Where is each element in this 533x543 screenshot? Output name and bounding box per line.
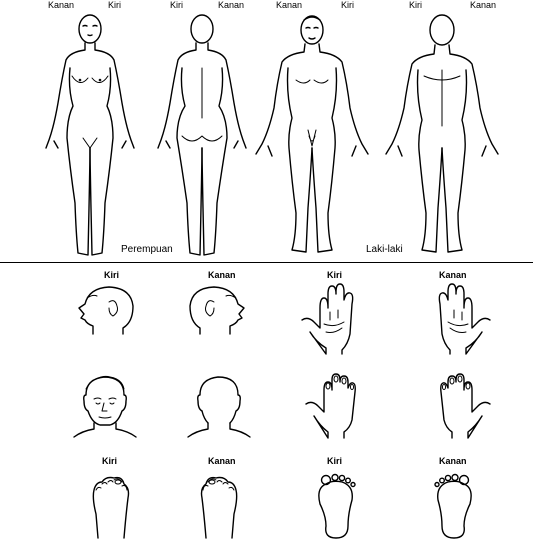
label-male-front-right: Kanan <box>276 0 303 10</box>
foot-left-top <box>92 476 130 539</box>
label-male-front-left: Kiri <box>341 0 354 10</box>
caption-female: Perempuan <box>121 244 173 255</box>
label-female-back-left: Kiri <box>170 0 183 10</box>
caption-male: Laki-laki <box>366 244 403 255</box>
head-front <box>73 375 137 438</box>
hand-right-palm <box>438 283 491 355</box>
head-right-profile <box>189 286 245 335</box>
label-male-back-left: Kiri <box>409 0 422 10</box>
male-front-figure <box>255 15 369 253</box>
head-left-profile <box>78 286 134 335</box>
hand-left-back <box>305 373 356 439</box>
label-head-left: Kiri <box>104 270 120 280</box>
sole-left <box>318 473 356 539</box>
label-foot-right: Kanan <box>208 456 236 466</box>
hand-left-palm <box>301 283 354 355</box>
label-female-front-right: Kanan <box>48 0 75 10</box>
label-female-back-right: Kanan <box>218 0 245 10</box>
sole-right <box>434 473 472 539</box>
label-sole-left: Kiri <box>327 456 343 466</box>
foot-right-top <box>200 476 238 539</box>
head-back <box>187 376 251 438</box>
label-foot-left: Kiri <box>102 456 118 466</box>
female-back-figure <box>157 14 247 256</box>
label-sole-right: Kanan <box>439 456 467 466</box>
label-hand-right: Kanan <box>439 270 467 280</box>
male-back-figure <box>385 14 499 253</box>
label-hand-left: Kiri <box>327 270 343 280</box>
label-female-front-left: Kiri <box>108 0 121 10</box>
female-front-figure <box>45 14 135 256</box>
section-divider <box>0 262 533 263</box>
label-head-right: Kanan <box>208 270 236 280</box>
hand-right-back <box>440 373 491 439</box>
label-male-back-right: Kanan <box>470 0 497 10</box>
